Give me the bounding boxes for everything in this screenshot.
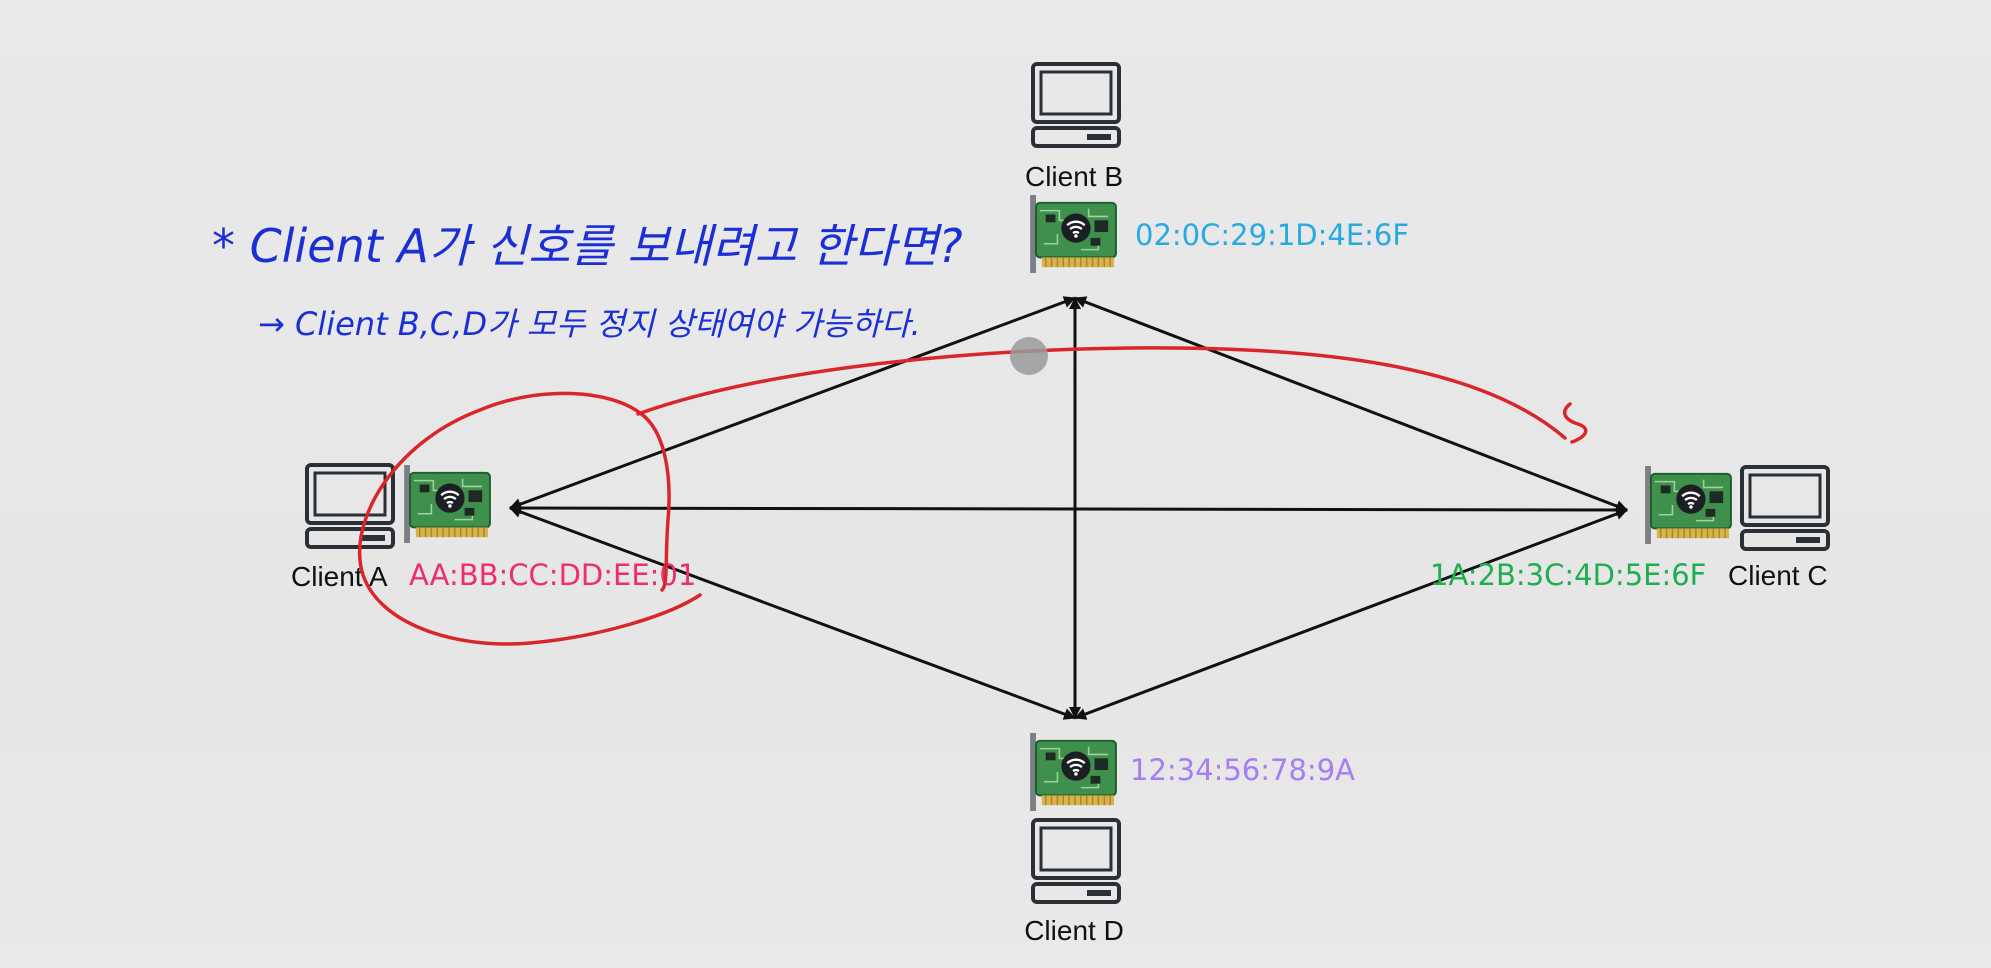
pointer-dot [1010, 337, 1048, 375]
client-d-mac: 12:34:56:78:9A [1130, 753, 1355, 787]
edge-client-a-client-d [509, 506, 1076, 720]
client-d-label: Client D [1024, 915, 1124, 946]
edge-client-c-client-d [1074, 508, 1628, 720]
network-card-icon [1030, 733, 1118, 811]
edge-client-a-client-c [509, 502, 1628, 516]
client-c: 1A:2B:3C:4D:5E:6F Client C [1430, 465, 1830, 592]
note-line-1: * Client A가 신호를 보내려고 한다면? [212, 219, 963, 273]
circle-around-client-a [357, 391, 702, 646]
red-annotation [357, 346, 1588, 646]
network-card-icon [1645, 466, 1733, 544]
client-b-mac: 02:0C:29:1D:4E:6F [1135, 218, 1409, 252]
computer-icon [1740, 465, 1830, 551]
edge-client-a-client-b [509, 296, 1076, 510]
computer-icon [305, 463, 395, 549]
client-a-label: Client A [291, 561, 388, 592]
client-a-mac: AA:BB:CC:DD:EE:01 [409, 558, 696, 592]
client-a: Client A AA:BB:CC:DD:EE:01 [291, 463, 696, 592]
arc-end-squiggle [1562, 402, 1588, 444]
client-c-mac: 1A:2B:3C:4D:5E:6F [1430, 558, 1706, 592]
client-b-label: Client B [1025, 161, 1123, 192]
edges-layer [509, 296, 1628, 720]
client-b: Client B 02:0C:29:1D:4E:6F [1025, 62, 1409, 273]
signal-arc [636, 346, 1567, 440]
note-line-2: → Client B,C,D가 모두 정지 상태여야 가능하다. [258, 305, 921, 343]
client-c-label: Client C [1728, 560, 1828, 591]
edge-client-b-client-c [1074, 296, 1628, 512]
computer-icon [1031, 818, 1121, 904]
computer-icon [1031, 62, 1121, 148]
client-d: 12:34:56:78:9A Client D [1024, 733, 1355, 946]
handwritten-note: * Client A가 신호를 보내려고 한다면? → Client B,C,D… [212, 219, 963, 343]
network-card-icon [1030, 195, 1118, 273]
network-card-icon [404, 465, 492, 543]
